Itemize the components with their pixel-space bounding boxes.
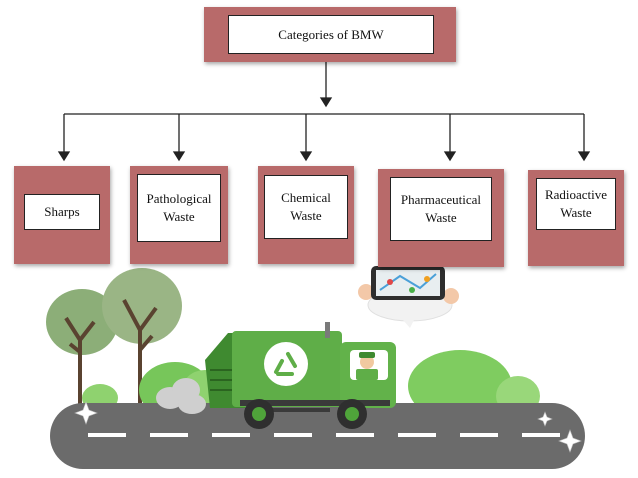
category-box-pathological: Pathological Waste xyxy=(130,166,228,264)
category-label-chemical: Chemical Waste xyxy=(264,175,348,239)
category-box-radioactive: Radioactive Waste xyxy=(528,170,624,266)
road xyxy=(50,403,585,469)
category-box-pharmaceutical: Pharmaceutical Waste xyxy=(378,169,504,267)
category-box-chemical: Chemical Waste xyxy=(258,166,354,264)
category-label-pharmaceutical: Pharmaceutical Waste xyxy=(390,177,492,241)
connectors xyxy=(57,62,591,162)
exhaust-smoke xyxy=(156,378,206,414)
root-category-label: Categories of BMW xyxy=(228,15,434,54)
garbage-truck xyxy=(205,322,396,429)
root-category-box: Categories of BMW xyxy=(204,7,456,62)
tree xyxy=(102,268,182,404)
sparkle-icon xyxy=(74,401,582,453)
category-box-sharps: Sharps xyxy=(14,166,110,264)
recycle-icon xyxy=(264,342,308,386)
category-label-pathological: Pathological Waste xyxy=(137,174,221,242)
category-label-sharps: Sharps xyxy=(24,194,100,230)
map-app-phone xyxy=(358,266,459,328)
category-label-radioactive: Radioactive Waste xyxy=(536,178,616,230)
tree xyxy=(46,289,118,404)
